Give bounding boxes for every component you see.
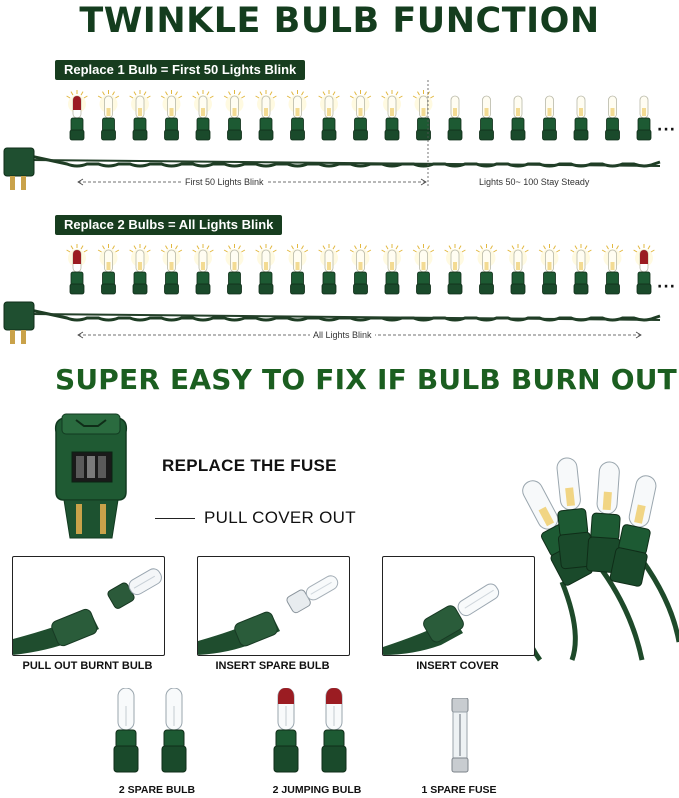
mini-bulb bbox=[160, 244, 183, 295]
jumping-bulb bbox=[273, 688, 299, 773]
jumping-bulb bbox=[66, 244, 88, 295]
large-bulb bbox=[556, 457, 594, 570]
string-wire bbox=[29, 308, 661, 322]
light-string-row-2 bbox=[3, 244, 661, 344]
string-wire bbox=[29, 159, 661, 167]
page-title: TWINKLE BULB FUNCTION bbox=[79, 1, 600, 41]
mini-bulb bbox=[97, 244, 120, 295]
cluster-wire bbox=[521, 558, 679, 662]
fuse-plug-illustration bbox=[54, 413, 128, 539]
string-wire bbox=[29, 154, 661, 168]
step-pull-out-bulb bbox=[12, 556, 165, 656]
mini-bulb bbox=[97, 90, 120, 141]
mini-bulb bbox=[605, 95, 620, 141]
first-50-blink-label: First 50 Lights Blink bbox=[182, 176, 267, 188]
pull-cover-out-text: PULL COVER OUT bbox=[204, 508, 356, 527]
banner-replace-one: Replace 1 Bulb = First 50 Lights Blink bbox=[55, 60, 306, 80]
spare-bulb-caption: 2 SPARE BULB bbox=[118, 784, 196, 796]
mini-bulb bbox=[479, 95, 494, 141]
mini-bulb bbox=[507, 244, 529, 295]
power-plug bbox=[3, 301, 35, 344]
replace-fuse-heading: REPLACE THE FUSE bbox=[162, 456, 337, 475]
mini-bulb bbox=[601, 244, 624, 295]
step-caption: PULL OUT BURNT BULB bbox=[22, 660, 153, 672]
more-lights-indicator: ··· bbox=[657, 122, 676, 138]
large-bulb bbox=[609, 475, 657, 587]
mini-bulb bbox=[223, 244, 246, 295]
spare-bulb bbox=[113, 688, 139, 773]
section-title: SUPER EASY TO FIX IF BULB BURN OUT bbox=[55, 363, 677, 396]
mini-bulb bbox=[381, 90, 403, 141]
jumping-bulb-caption: 2 JUMPING BULB bbox=[272, 784, 362, 796]
large-bulb bbox=[586, 461, 621, 574]
mini-bulb bbox=[444, 244, 466, 295]
more-lights-indicator: ··· bbox=[657, 279, 676, 295]
step-insert-cover bbox=[382, 556, 535, 656]
mini-bulb bbox=[349, 244, 372, 295]
mini-bulb bbox=[447, 95, 463, 141]
mini-bulb bbox=[570, 244, 592, 295]
dimension-arrow bbox=[77, 178, 427, 186]
spare-bulb bbox=[161, 688, 187, 773]
spare-fuse-icon bbox=[451, 698, 469, 773]
power-plug bbox=[3, 147, 35, 190]
step-caption: INSERT COVER bbox=[416, 660, 499, 672]
mini-bulb bbox=[542, 95, 557, 141]
jumping-bulb bbox=[66, 90, 88, 141]
mini-bulb bbox=[160, 90, 183, 141]
spare-bulbs-illustration bbox=[113, 688, 187, 773]
step-caption: INSERT SPARE BULB bbox=[215, 660, 330, 672]
mini-bulb bbox=[129, 90, 151, 141]
light-string-row-1 bbox=[3, 78, 661, 190]
mini-bulb bbox=[510, 95, 526, 141]
jumping-bulb bbox=[321, 688, 347, 773]
jumping-bulbs-illustration bbox=[273, 688, 347, 773]
steady-lights-label: Lights 50~ 100 Stay Steady bbox=[476, 176, 593, 188]
string-wire bbox=[29, 313, 661, 321]
step-insert-spare-bulb bbox=[197, 556, 350, 656]
jumping-bulb bbox=[633, 244, 655, 295]
spare-fuse-caption: 1 SPARE FUSE bbox=[421, 784, 497, 796]
mini-bulb bbox=[192, 90, 214, 141]
mini-bulb bbox=[573, 95, 589, 141]
mini-bulb bbox=[255, 90, 277, 141]
all-blink-label: All Lights Blink bbox=[310, 329, 375, 341]
mini-bulb bbox=[192, 244, 214, 295]
banner-replace-two: Replace 2 Bulbs = All Lights Blink bbox=[55, 215, 283, 235]
mini-bulb bbox=[318, 90, 340, 141]
mini-bulb bbox=[286, 90, 309, 141]
mini-bulb bbox=[412, 244, 435, 295]
mini-bulb bbox=[475, 244, 498, 295]
mini-bulb bbox=[538, 244, 561, 295]
mini-bulb bbox=[381, 244, 403, 295]
mini-bulb bbox=[412, 90, 435, 141]
mini-bulb bbox=[129, 244, 151, 295]
mini-bulb bbox=[636, 95, 652, 141]
mini-bulb bbox=[223, 90, 246, 141]
pull-cover-pointer bbox=[155, 518, 195, 519]
mini-bulb bbox=[349, 90, 372, 141]
mini-bulb bbox=[286, 244, 309, 295]
mini-bulb bbox=[318, 244, 340, 295]
mini-bulb bbox=[255, 244, 277, 295]
